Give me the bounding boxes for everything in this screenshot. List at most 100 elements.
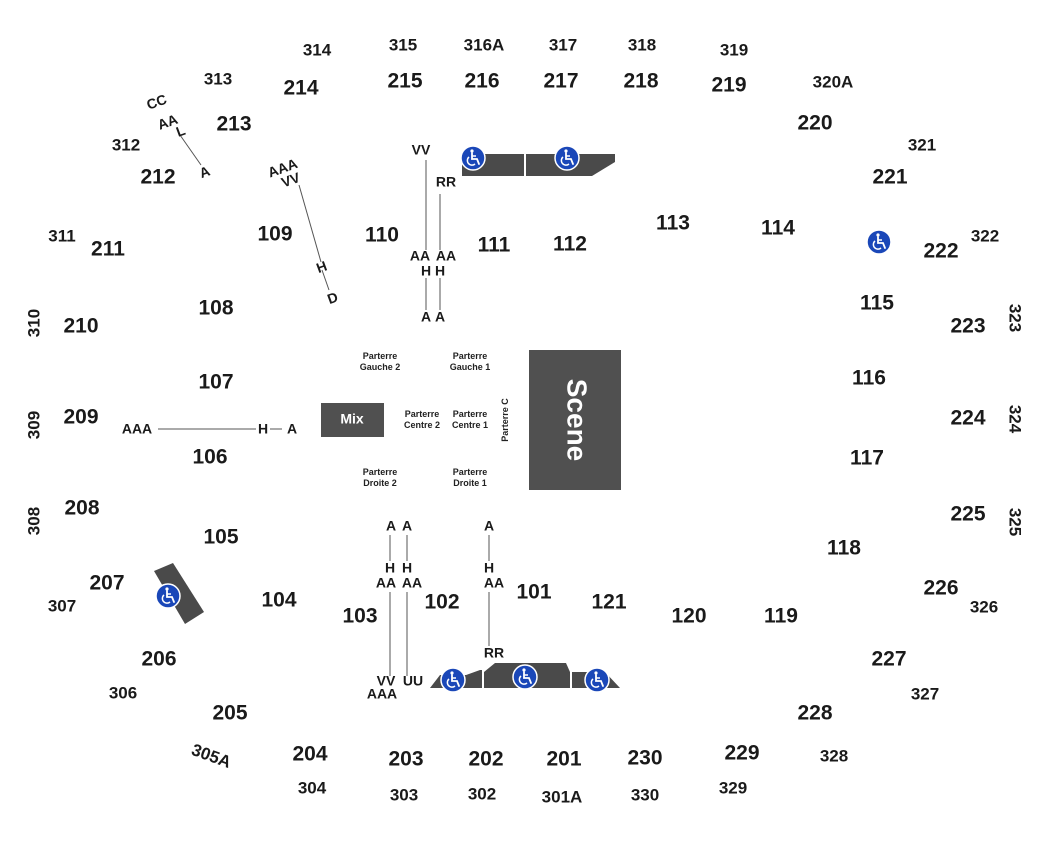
section-308[interactable]: 308: [24, 507, 43, 535]
section-315[interactable]: 315: [389, 35, 417, 54]
section-106[interactable]: 106: [192, 446, 227, 469]
floor-section-gauche-1[interactable]: Parterre Gauche 1: [450, 351, 491, 372]
section-108[interactable]: 108: [198, 297, 233, 320]
section-327[interactable]: 327: [911, 684, 939, 703]
section-201[interactable]: 201: [546, 748, 581, 771]
section-114[interactable]: 114: [761, 217, 795, 240]
section-215[interactable]: 215: [387, 70, 422, 93]
floor-label: Parterre: [405, 409, 440, 419]
section-105[interactable]: 105: [203, 526, 238, 549]
floor-section-droite-1[interactable]: Parterre Droite 1: [453, 467, 488, 488]
section-210[interactable]: 210: [63, 315, 98, 338]
section-208[interactable]: 208: [64, 497, 99, 520]
section-112[interactable]: 112: [553, 233, 587, 256]
section-305a[interactable]: 305A: [189, 740, 234, 772]
section-116[interactable]: 116: [852, 367, 886, 390]
section-label: 207: [89, 572, 124, 595]
section-101[interactable]: 101: [516, 581, 551, 604]
section-119[interactable]: 119: [764, 605, 798, 628]
section-205[interactable]: 205: [212, 702, 247, 725]
section-118[interactable]: 118: [827, 537, 861, 560]
section-306[interactable]: 306: [109, 683, 137, 702]
section-317[interactable]: 317: [549, 35, 577, 54]
section-203[interactable]: 203: [388, 748, 423, 771]
section-326[interactable]: 326: [970, 597, 998, 616]
section-329[interactable]: 329: [719, 778, 747, 797]
section-117[interactable]: 117: [850, 447, 884, 470]
section-230[interactable]: 230: [627, 747, 662, 770]
section-229[interactable]: 229: [724, 742, 759, 765]
section-304[interactable]: 304: [298, 778, 327, 797]
section-label: 202: [468, 748, 503, 771]
section-220[interactable]: 220: [797, 112, 832, 135]
section-223[interactable]: 223: [950, 315, 985, 338]
section-312[interactable]: 312: [112, 135, 140, 154]
section-311[interactable]: 311: [48, 226, 75, 245]
section-324[interactable]: 324: [1006, 405, 1025, 434]
section-314[interactable]: 314: [303, 40, 332, 59]
section-103[interactable]: 103: [342, 605, 377, 628]
section-206[interactable]: 206: [141, 648, 176, 671]
section-309[interactable]: 309: [24, 411, 43, 439]
section-115[interactable]: 115: [860, 292, 894, 315]
section-221[interactable]: 221: [872, 166, 907, 189]
section-label: 201: [546, 748, 581, 771]
section-214[interactable]: 214: [283, 77, 318, 100]
section-226[interactable]: 226: [923, 577, 958, 600]
section-113[interactable]: 113: [656, 212, 690, 235]
section-label: 311: [48, 226, 75, 245]
section-318[interactable]: 318: [628, 35, 656, 54]
section-label: 212: [140, 166, 175, 189]
section-label: 211: [91, 238, 125, 261]
section-321[interactable]: 321: [908, 135, 936, 154]
stage[interactable]: Scene: [529, 350, 621, 490]
section-121[interactable]: 121: [591, 591, 626, 614]
section-219[interactable]: 219: [711, 74, 746, 97]
section-102[interactable]: 102: [424, 591, 459, 614]
section-302[interactable]: 302: [468, 784, 496, 803]
section-217[interactable]: 217: [543, 70, 578, 93]
section-307[interactable]: 307: [48, 596, 76, 615]
section-label: 115: [860, 292, 894, 315]
section-313[interactable]: 313: [204, 69, 232, 88]
section-204[interactable]: 204: [292, 743, 327, 766]
section-216[interactable]: 216: [464, 70, 499, 93]
section-label: 314: [303, 40, 332, 59]
section-207[interactable]: 207: [89, 572, 124, 595]
section-322[interactable]: 322: [971, 226, 999, 245]
section-224[interactable]: 224: [950, 407, 985, 430]
section-218[interactable]: 218: [623, 70, 658, 93]
section-301a[interactable]: 301A: [542, 787, 583, 806]
section-316a[interactable]: 316A: [464, 35, 505, 54]
section-330[interactable]: 330: [631, 785, 659, 804]
section-110[interactable]: 110: [365, 224, 399, 247]
section-209[interactable]: 209: [63, 406, 98, 429]
section-319[interactable]: 319: [720, 40, 748, 59]
section-303[interactable]: 303: [390, 785, 418, 804]
section-109[interactable]: 109: [257, 223, 292, 246]
section-104[interactable]: 104: [261, 589, 296, 612]
floor-section-droite-2[interactable]: Parterre Droite 2: [363, 467, 398, 488]
section-225[interactable]: 225: [950, 503, 985, 526]
section-222[interactable]: 222: [923, 240, 958, 263]
floor-section-centre-1[interactable]: Parterre Centre 1: [452, 409, 488, 430]
section-213[interactable]: 213: [216, 113, 251, 136]
section-212[interactable]: 212: [140, 166, 175, 189]
section-202[interactable]: 202: [468, 748, 503, 771]
parterre-c-label[interactable]: Parterre C: [500, 398, 510, 442]
section-320a[interactable]: 320A: [813, 72, 854, 91]
mix-booth[interactable]: Mix: [321, 403, 384, 437]
section-label: 107: [198, 371, 233, 394]
section-328[interactable]: 328: [820, 746, 848, 765]
floor-section-gauche-2[interactable]: Parterre Gauche 2: [360, 351, 401, 372]
floor-section-centre-2[interactable]: Parterre Centre 2: [404, 409, 440, 430]
section-325[interactable]: 325: [1006, 508, 1025, 536]
section-228[interactable]: 228: [797, 702, 832, 725]
section-111[interactable]: 111: [478, 234, 511, 257]
section-211[interactable]: 211: [91, 238, 125, 261]
section-120[interactable]: 120: [671, 605, 706, 628]
section-323[interactable]: 323: [1006, 304, 1025, 332]
section-227[interactable]: 227: [871, 648, 906, 671]
section-107[interactable]: 107: [198, 371, 233, 394]
section-310[interactable]: 310: [24, 309, 43, 337]
